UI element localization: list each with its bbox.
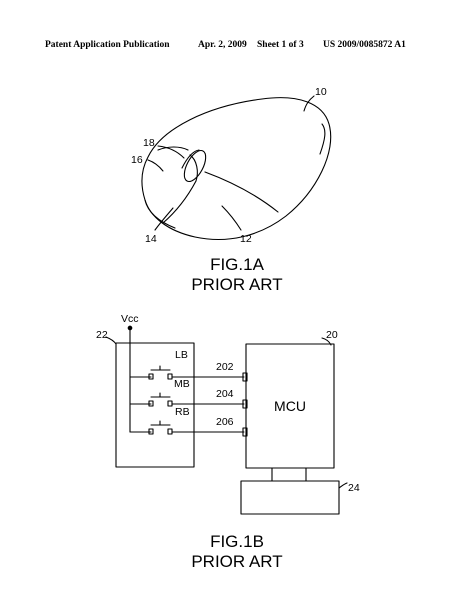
- fig1b-caption: FIG.1B: [210, 532, 264, 551]
- leader-14: [154, 207, 174, 231]
- fig1a-caption: FIG.1A: [210, 255, 264, 274]
- leader-12: [221, 205, 242, 231]
- mouse-outline: [141, 97, 332, 240]
- header-publication: Patent Application Publication: [45, 40, 170, 50]
- header-sheet: Sheet 1 of 3: [257, 40, 304, 50]
- button-front-line: [157, 146, 189, 151]
- scroll-wheel-groove: [181, 149, 200, 169]
- switch-box: [115, 342, 195, 468]
- leader-24: [338, 482, 348, 489]
- leader-16: [147, 159, 164, 172]
- mcu-label: MCU: [274, 398, 306, 414]
- rb-contact-left: [148, 428, 154, 435]
- header-date: Apr. 2, 2009: [198, 40, 247, 50]
- pin-206: [242, 427, 248, 437]
- ref-12: 12: [240, 233, 252, 245]
- mb-contact-right: [167, 400, 173, 407]
- page-header: Patent Application Publication Apr. 2, 2…: [0, 40, 474, 54]
- mouse-side-edge: [319, 123, 326, 155]
- pin-204: [242, 399, 248, 409]
- lb-contact-left: [148, 373, 154, 380]
- leader-20: [321, 337, 332, 346]
- lb-contact-right: [167, 373, 173, 380]
- ref-20: 20: [326, 329, 338, 341]
- pin-label-202: 202: [216, 361, 234, 373]
- block-24: [240, 480, 340, 515]
- pin-label-204: 204: [216, 388, 234, 400]
- fig1b-subcaption: PRIOR ART: [191, 552, 283, 571]
- circuit-drawing: [105, 325, 348, 515]
- ref-14: 14: [145, 233, 157, 245]
- leader-18: [157, 145, 185, 159]
- switch-label-rb: RB: [175, 406, 190, 418]
- vcc-node: [127, 325, 133, 331]
- button-split-line: [162, 180, 197, 224]
- ref-22: 22: [96, 329, 108, 341]
- leader-22: [105, 336, 117, 345]
- connector-neck: [271, 467, 307, 482]
- switch-label-lb: LB: [175, 349, 188, 361]
- mouse-drawing: [141, 95, 332, 240]
- switch-label-mb: MB: [174, 378, 190, 390]
- scroll-wheel: [183, 149, 207, 183]
- pin-label-206: 206: [216, 416, 234, 428]
- button-rear-line: [204, 171, 279, 213]
- header-number: US 2009/0085872 A1: [323, 40, 406, 50]
- ref-24: 24: [348, 482, 360, 494]
- scroll-wheel-inner: [189, 154, 198, 182]
- ref-16: 16: [131, 154, 143, 166]
- ref-18: 18: [143, 137, 155, 149]
- rb-contact-right: [167, 428, 173, 435]
- vcc-label: Vcc: [121, 313, 139, 325]
- fig1a-subcaption: PRIOR ART: [191, 275, 283, 294]
- mb-contact-left: [148, 400, 154, 407]
- leader-10: [303, 95, 315, 112]
- mouse-base-edge: [144, 199, 176, 229]
- pin-202: [242, 372, 248, 382]
- ref-10: 10: [315, 86, 327, 98]
